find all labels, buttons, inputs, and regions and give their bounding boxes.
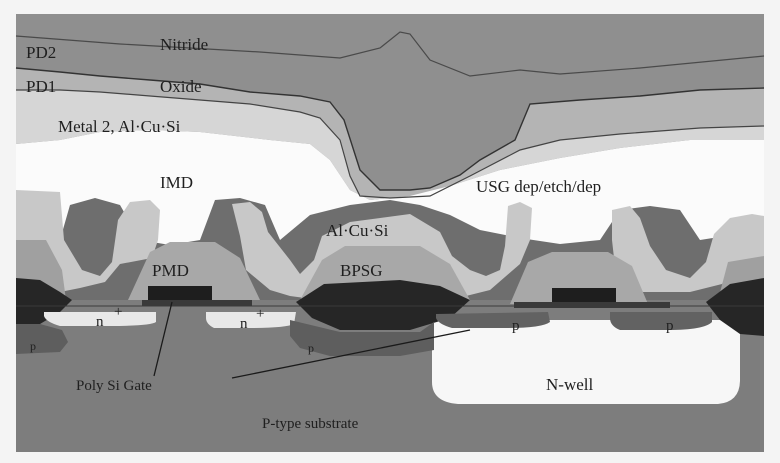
- label-pd2: PD2: [26, 43, 56, 62]
- label-p-well-left: p: [30, 339, 36, 353]
- gate-oxide-left: [142, 300, 252, 306]
- label-n-plus-right: n: [240, 316, 248, 332]
- label-p-well-center: p: [308, 341, 314, 355]
- label-bpsg: BPSG: [340, 261, 383, 280]
- poly-gate-left: [148, 286, 212, 302]
- oxide-metal2-boundary: [16, 89, 765, 199]
- label-p-plus-right: p: [666, 318, 674, 334]
- label-pd1: PD1: [26, 77, 56, 96]
- label-substrate: P-type substrate: [262, 416, 359, 432]
- field-oxide-center: [296, 280, 470, 330]
- label-usg: USG dep/etch/dep: [476, 177, 601, 196]
- label-nitride: Nitride: [160, 35, 208, 54]
- p-plus-diffusion-right: [610, 312, 712, 330]
- p-plus-diffusion-left: [436, 312, 550, 328]
- n-plus-diffusion-left: [44, 312, 156, 326]
- pmd-bump-left: [128, 242, 260, 300]
- pd2-top-line: [15, 31, 765, 77]
- field-oxide-left: [16, 278, 72, 330]
- nitride-layer: [16, 14, 764, 190]
- poly-gate-leader-line-2: [231, 329, 471, 379]
- poly-gate-leader-line: [153, 301, 173, 377]
- n-plus-diffusion-right: [206, 312, 296, 328]
- label-poly-gate: Poly Si Gate: [76, 378, 152, 394]
- p-well-center: [290, 320, 434, 356]
- nitride-oxide-boundary: [15, 67, 765, 191]
- poly-gate-right: [552, 288, 616, 304]
- label-alcusi: Al·Cu·Si: [326, 221, 389, 240]
- label-p-plus-left: p: [512, 318, 520, 334]
- field-oxide-right: [706, 278, 764, 336]
- label-plus-left: +: [114, 304, 122, 320]
- metal2-layer: [16, 90, 764, 200]
- gate-oxide-right: [514, 302, 670, 308]
- label-plus-right: +: [256, 306, 264, 322]
- label-imd: IMD: [160, 173, 193, 192]
- label-pmd: PMD: [152, 261, 189, 280]
- label-oxide: Oxide: [160, 77, 202, 96]
- p-well-left: [16, 324, 68, 354]
- label-n-plus-left: n: [96, 314, 104, 330]
- imd-layer: [16, 130, 764, 245]
- label-metal2: Metal 2, Al·Cu·Si: [58, 117, 181, 136]
- label-n-well: N-well: [546, 375, 593, 394]
- n-well-region: [432, 320, 740, 404]
